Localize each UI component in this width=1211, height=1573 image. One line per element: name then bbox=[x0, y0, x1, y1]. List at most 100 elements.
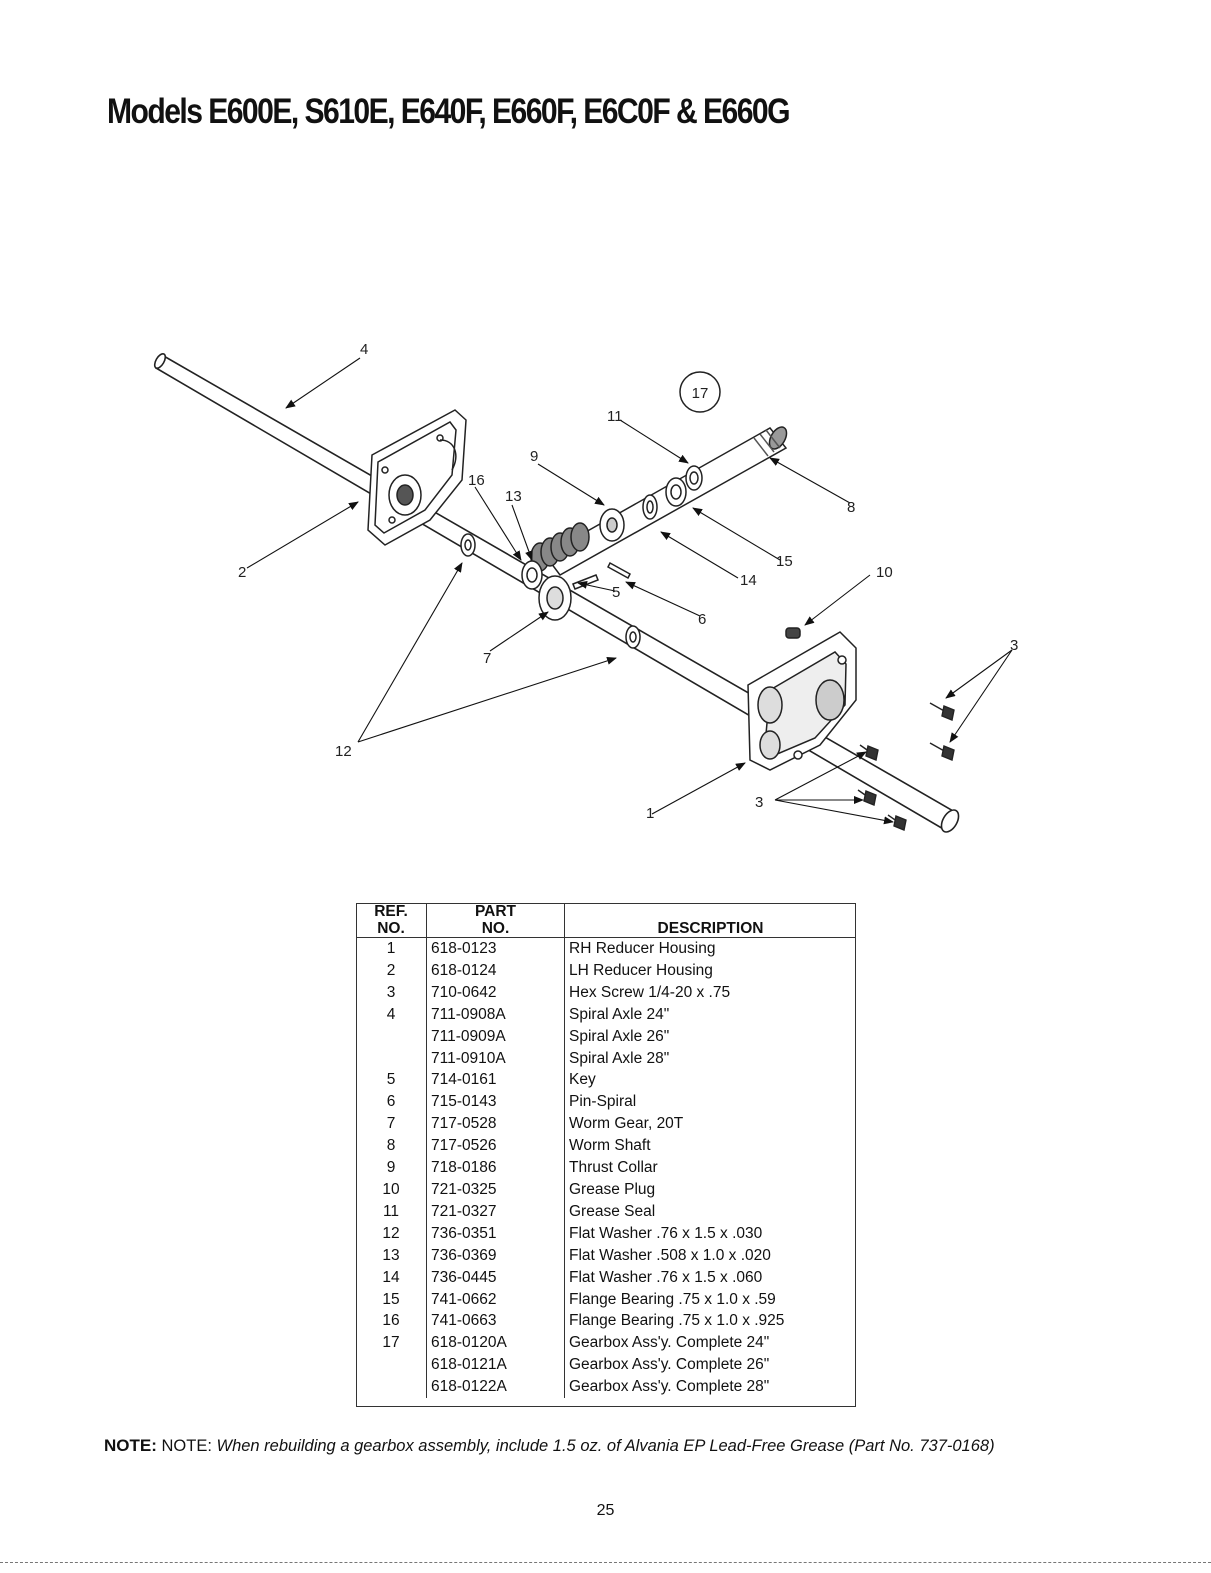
callout-14: 14 bbox=[740, 572, 757, 589]
part-no-cell: 741-0663 bbox=[426, 1310, 565, 1333]
flat-washer-14 bbox=[642, 494, 658, 520]
part-no-cell: 717-0528 bbox=[426, 1113, 565, 1136]
callout-numbers: 4 2 12 16 13 9 11 8 15 14 10 3 6 5 7 1 3 bbox=[238, 341, 1018, 822]
ref-no-cell: 3 bbox=[356, 981, 427, 1004]
header-part-no: PART NO. bbox=[426, 903, 565, 938]
flange-bearing-16 bbox=[521, 560, 543, 590]
part-no-cell: 721-0327 bbox=[426, 1200, 565, 1223]
ref-no-cell: 9 bbox=[356, 1157, 427, 1179]
callout-8: 8 bbox=[847, 499, 855, 516]
callout-1: 1 bbox=[646, 805, 654, 822]
part-no-cell: 736-0445 bbox=[426, 1266, 565, 1289]
callout-4: 4 bbox=[360, 341, 368, 358]
part-no-cell: 618-0124 bbox=[426, 959, 565, 982]
description-cell: Flange Bearing .75 x 1.0 x .59 bbox=[569, 1290, 776, 1308]
ref-no-cell: 17 bbox=[356, 1332, 427, 1355]
ref-no-cell bbox=[356, 1354, 427, 1377]
callout-15: 15 bbox=[776, 553, 793, 570]
page-number: 25 bbox=[596, 1502, 615, 1519]
note-prefix: NOTE: bbox=[161, 1437, 212, 1455]
header-description: DESCRIPTION bbox=[564, 903, 856, 938]
svg-text:17: 17 bbox=[692, 385, 709, 402]
pin-spiral bbox=[607, 561, 631, 580]
part-no-cell: 717-0526 bbox=[426, 1135, 565, 1158]
ref-no-cell bbox=[356, 1025, 427, 1048]
description-cell: LH Reducer Housing bbox=[569, 961, 713, 979]
lh-reducer-housing bbox=[367, 409, 467, 546]
flange-bearing-15 bbox=[665, 477, 687, 507]
part-no-cell: 710-0642 bbox=[426, 981, 565, 1004]
callout-10: 10 bbox=[876, 564, 893, 581]
description-cell: Gearbox Ass'y. Complete 26" bbox=[569, 1356, 770, 1374]
description-cell: Spiral Axle 26" bbox=[569, 1027, 670, 1045]
note-body: When rebuilding a gearbox assembly, incl… bbox=[216, 1437, 995, 1455]
ref-no-cell: 12 bbox=[356, 1222, 427, 1245]
description-cell: Thrust Collar bbox=[569, 1159, 658, 1177]
part-no-cell: 711-0909A bbox=[426, 1025, 565, 1048]
part-no-cell: 718-0186 bbox=[426, 1157, 565, 1179]
description-cell: RH Reducer Housing bbox=[569, 940, 716, 957]
ref-no-cell: 1 bbox=[356, 937, 427, 960]
hex-screws bbox=[857, 702, 955, 831]
ref-no-cell: 16 bbox=[356, 1310, 427, 1333]
callout-13: 13 bbox=[505, 488, 522, 505]
ref-no-cell: 13 bbox=[356, 1244, 427, 1267]
callout-3a: 3 bbox=[1010, 637, 1018, 654]
description-cell: Key bbox=[569, 1071, 596, 1089]
callout-12: 12 bbox=[335, 743, 352, 760]
part-no-cell: 715-0143 bbox=[426, 1091, 565, 1114]
rh-reducer-housing bbox=[747, 631, 857, 771]
description-cell: Flat Washer .508 x 1.0 x .020 bbox=[569, 1246, 771, 1264]
ref-no-cell: 2 bbox=[356, 959, 427, 982]
page-title: Models E600E, S610E, E640F, E660F, E6C0F… bbox=[107, 92, 791, 131]
part-no-cell: 618-0120A bbox=[426, 1332, 565, 1355]
flat-washers-12 bbox=[460, 533, 641, 649]
ref-no-cell bbox=[356, 1047, 427, 1070]
description-cell: Worm Gear, 20T bbox=[569, 1115, 684, 1133]
ref-no-cell: 8 bbox=[356, 1135, 427, 1158]
description-cell: Spiral Axle 24" bbox=[569, 1005, 670, 1023]
part-no-cell: 711-0910A bbox=[426, 1047, 565, 1070]
gearbox-assembly-callout: 17 bbox=[679, 371, 721, 413]
ref-no-cell: 15 bbox=[356, 1288, 427, 1311]
header-ref-no: REF. NO. bbox=[356, 903, 427, 938]
ref-no-cell bbox=[356, 1376, 427, 1399]
description-cell: Worm Shaft bbox=[569, 1137, 651, 1155]
part-no-cell: 618-0122A bbox=[426, 1376, 565, 1399]
part-no-cell: 714-0161 bbox=[426, 1069, 565, 1092]
description-cell: Pin-Spiral bbox=[569, 1093, 637, 1111]
ref-no-cell: 7 bbox=[356, 1113, 427, 1136]
callout-6: 6 bbox=[698, 611, 706, 628]
ref-no-cell: 5 bbox=[356, 1069, 427, 1092]
description-cell: Grease Seal bbox=[569, 1202, 656, 1220]
note-label: NOTE: bbox=[104, 1436, 157, 1455]
description-cell: Gearbox Ass'y. Complete 28" bbox=[569, 1378, 770, 1396]
part-no-cell: 711-0908A bbox=[426, 1003, 565, 1026]
page-bottom-rule bbox=[0, 1562, 1211, 1563]
description-cell: Flange Bearing .75 x 1.0 x .925 bbox=[569, 1312, 785, 1330]
exploded-parts-diagram: 17 4 2 12 16 13 9 11 8 15 14 10 bbox=[153, 341, 1018, 833]
callout-11: 11 bbox=[607, 408, 623, 425]
callout-9: 9 bbox=[530, 448, 538, 465]
description-cell: Hex Screw 1/4-20 x .75 bbox=[569, 983, 731, 1001]
part-no-cell: 618-0121A bbox=[426, 1354, 565, 1377]
